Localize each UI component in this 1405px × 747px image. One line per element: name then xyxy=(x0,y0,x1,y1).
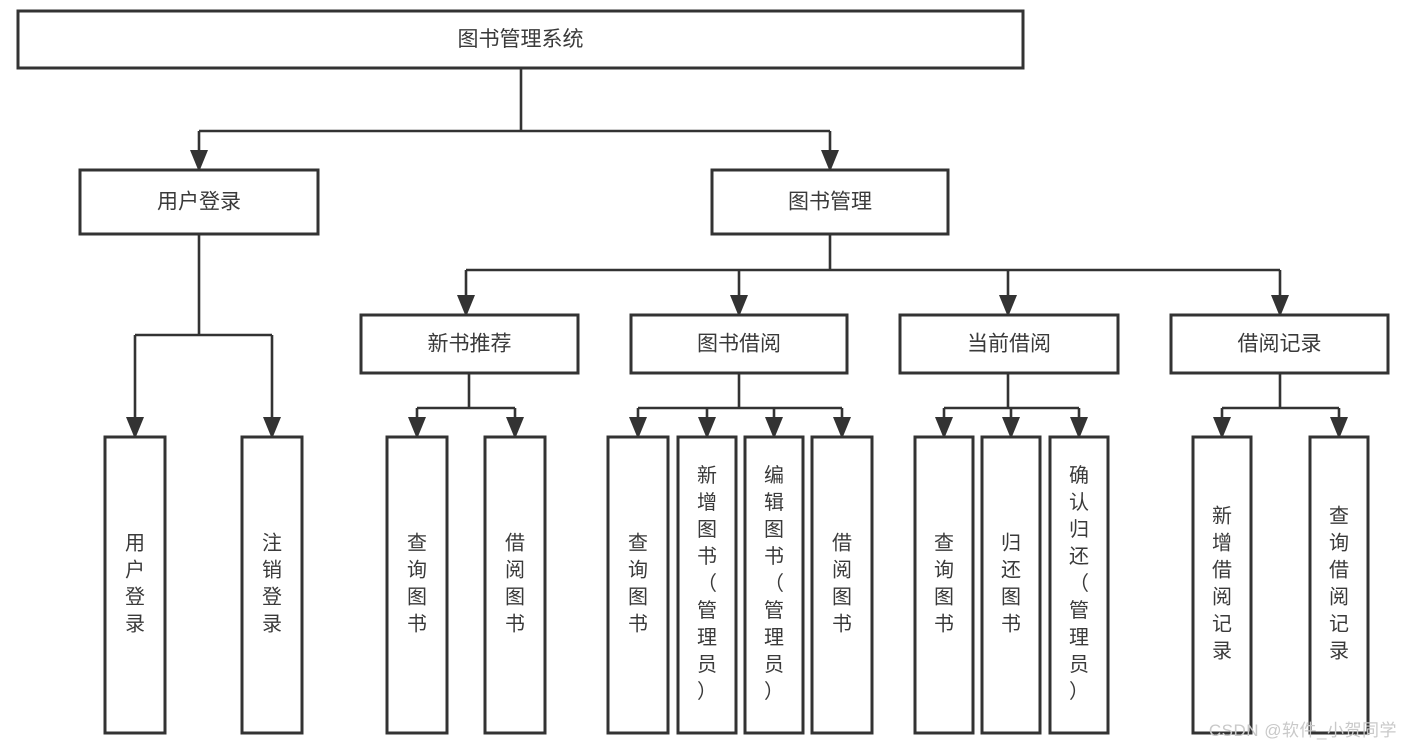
node-current-borrow-label: 当前借阅 xyxy=(967,333,1051,356)
node-leaf-return-book-label: 归还图书 xyxy=(1001,532,1021,636)
node-leaf-borrow-book-2[interactable]: 借阅图书 xyxy=(810,435,874,735)
node-book-borrow-label: 图书借阅 xyxy=(697,333,781,356)
node-book-borrow[interactable]: 图书借阅 xyxy=(629,313,849,375)
node-leaf-logout-label: 注销登录 xyxy=(262,532,282,636)
node-leaf-query-book-2-label: 查询图书 xyxy=(628,532,648,636)
node-leaf-confirm-return[interactable]: 确认归还（管理员） xyxy=(1048,435,1110,735)
node-leaf-return-book[interactable]: 归还图书 xyxy=(980,435,1042,735)
node-user-login-label: 用户登录 xyxy=(157,191,241,214)
node-leaf-edit-book-admin-label: 编辑图书（管理员） xyxy=(764,464,784,703)
node-leaf-add-book-admin-label: 新增图书（管理员） xyxy=(697,464,717,703)
node-book-manage-label: 图书管理 xyxy=(788,191,872,214)
node-leaf-borrow-book-1[interactable]: 借阅图书 xyxy=(483,435,547,735)
node-leaf-borrow-book-2-label: 借阅图书 xyxy=(832,532,852,636)
node-leaf-user-login[interactable]: 用户登录 xyxy=(103,435,167,735)
node-borrow-record-label: 借阅记录 xyxy=(1238,333,1322,356)
node-leaf-logout[interactable]: 注销登录 xyxy=(240,435,304,735)
node-new-book-recommend[interactable]: 新书推荐 xyxy=(359,313,580,375)
node-leaf-edit-book-admin[interactable]: 编辑图书（管理员） xyxy=(743,435,805,735)
node-current-borrow[interactable]: 当前借阅 xyxy=(898,313,1120,375)
node-leaf-query-book-1-label: 查询图书 xyxy=(407,532,427,636)
node-leaf-query-borrow-record-label: 查询借阅记录 xyxy=(1329,505,1349,663)
node-leaf-query-book-2[interactable]: 查询图书 xyxy=(606,435,670,735)
node-leaf-query-borrow-record[interactable]: 查询借阅记录 xyxy=(1308,435,1370,735)
node-leaf-user-login-label: 用户登录 xyxy=(125,533,145,636)
node-leaf-query-book-1[interactable]: 查询图书 xyxy=(385,435,449,735)
node-leaf-add-book-admin[interactable]: 新增图书（管理员） xyxy=(676,435,738,735)
node-borrow-record[interactable]: 借阅记录 xyxy=(1169,313,1390,375)
node-leaf-add-borrow-record[interactable]: 新增借阅记录 xyxy=(1191,435,1253,735)
node-leaf-query-book-3-label: 查询图书 xyxy=(934,532,954,636)
node-user-login[interactable]: 用户登录 xyxy=(78,168,320,236)
node-root-title[interactable]: 图书管理系统 xyxy=(16,9,1025,70)
node-leaf-confirm-return-label: 确认归还（管理员） xyxy=(1069,464,1089,703)
node-leaf-borrow-book-1-label: 借阅图书 xyxy=(505,532,525,636)
node-new-book-recommend-label: 新书推荐 xyxy=(428,333,512,356)
watermark-text: CSDN @软件_小贺同学 xyxy=(1208,721,1397,740)
node-leaf-add-borrow-record-label: 新增借阅记录 xyxy=(1212,505,1232,663)
node-leaf-query-book-3[interactable]: 查询图书 xyxy=(913,435,975,735)
node-book-manage[interactable]: 图书管理 xyxy=(710,168,950,236)
node-root-label: 图书管理系统 xyxy=(458,28,584,51)
